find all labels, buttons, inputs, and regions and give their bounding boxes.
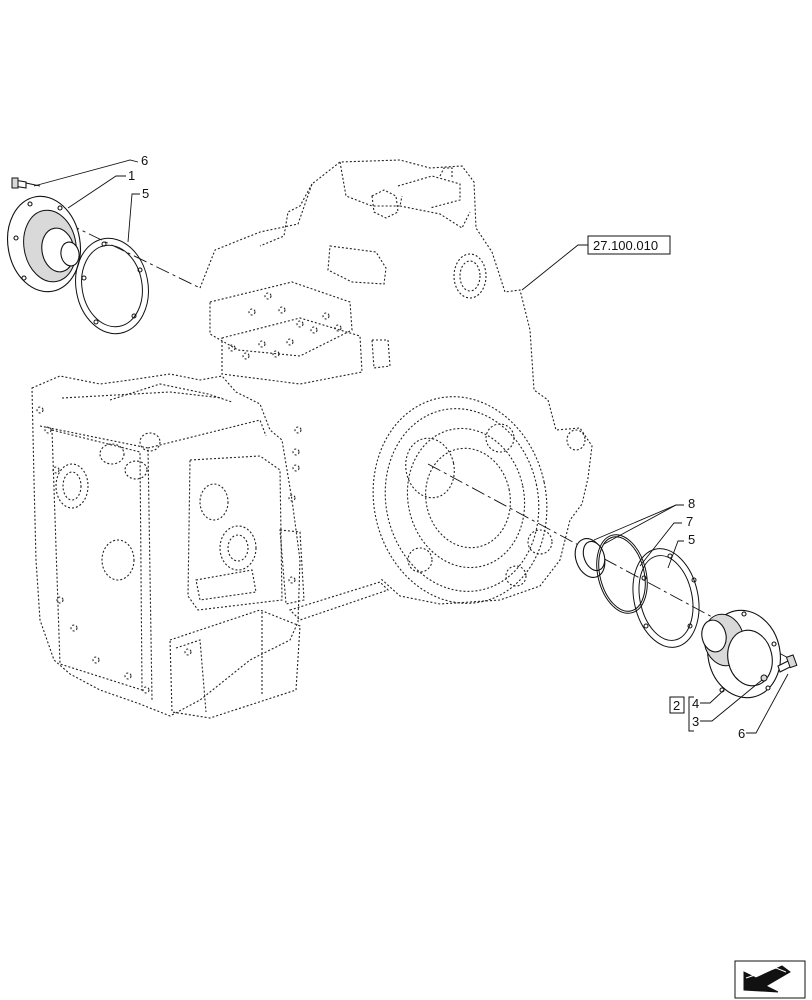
rear-flange [372,396,586,604]
housing-upper-outline [199,159,593,605]
front-casing-outline [31,373,301,717]
group-bracket: 2 [669,696,694,732]
left-leaders [33,159,140,243]
reference-callout: 27.100.010 [521,235,671,291]
callout-4-right: 4 [692,696,699,711]
gasket-part-left [75,237,149,335]
callout-6-left: 6 [141,153,148,168]
cover-part-left [7,195,81,293]
cover-part-right [701,609,781,699]
reference-number: 27.100.010 [593,238,658,253]
o-ring-part [596,534,648,614]
callout-1-left: 1 [128,168,135,183]
group-number-box: 2 [673,698,680,713]
bolt-part-left [11,177,41,189]
bolt-part-right [777,654,798,673]
next-page-arrow-icon[interactable] [734,960,806,999]
snap-ring-part [574,538,606,578]
callout-6-right: 6 [738,726,745,741]
face-holes [36,406,302,694]
callout-7-right: 7 [686,514,693,529]
left-cover-assembly [7,177,149,335]
gasket-part-right [632,548,700,648]
callout-5-left: 5 [142,186,149,201]
transmission-housing [31,159,593,719]
callout-3-right: 3 [692,714,699,729]
callout-8-right: 8 [688,496,695,511]
callout-5-right: 5 [688,532,695,547]
right-cover-assembly [574,534,798,699]
deck-holes [228,292,342,360]
right-leaders [593,504,789,734]
